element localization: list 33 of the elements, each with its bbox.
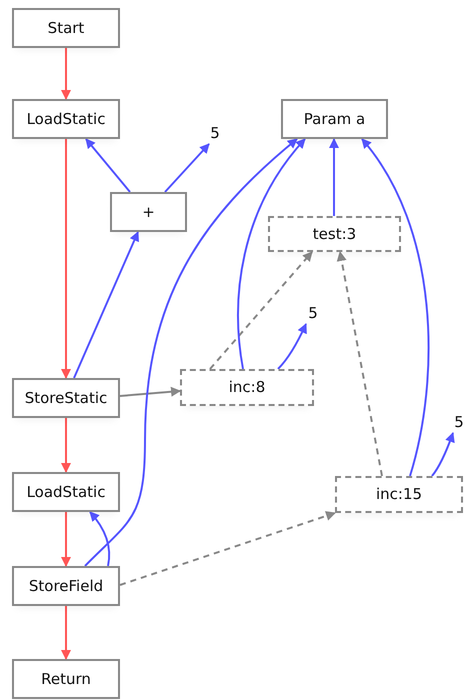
arrow <box>336 251 383 476</box>
dashed-box: test:3 <box>268 216 401 252</box>
process-box: Param a <box>281 99 388 139</box>
process-box: StoreField <box>12 566 120 606</box>
dashed-box: inc:15 <box>335 476 463 513</box>
value-label: 5 <box>453 411 465 433</box>
arrow <box>329 138 339 216</box>
value-label: 5 <box>306 302 320 324</box>
process-box: StoreStatic <box>12 378 120 418</box>
process-box: LoadStatic <box>12 99 120 139</box>
arrow <box>61 48 71 100</box>
arrow <box>89 511 110 566</box>
arrow <box>85 138 131 193</box>
arrow <box>73 231 139 378</box>
value-label: 5 <box>209 123 221 144</box>
arrow <box>84 138 298 567</box>
arrow <box>237 138 306 370</box>
arrow <box>61 139 71 379</box>
arrow <box>277 323 307 370</box>
arrow <box>361 138 430 476</box>
arrow <box>431 432 455 477</box>
process-box: + <box>110 192 187 232</box>
arrow <box>120 511 336 586</box>
process-box: Return <box>12 659 120 699</box>
arrow <box>61 418 71 473</box>
process-box: Start <box>12 8 120 48</box>
process-box: LoadStatic <box>12 472 120 512</box>
arrow <box>120 386 181 397</box>
arrow <box>164 143 210 193</box>
arrow <box>61 512 71 567</box>
dashed-box: inc:8 <box>180 369 314 406</box>
arrow <box>209 251 313 370</box>
arrow <box>61 606 71 660</box>
